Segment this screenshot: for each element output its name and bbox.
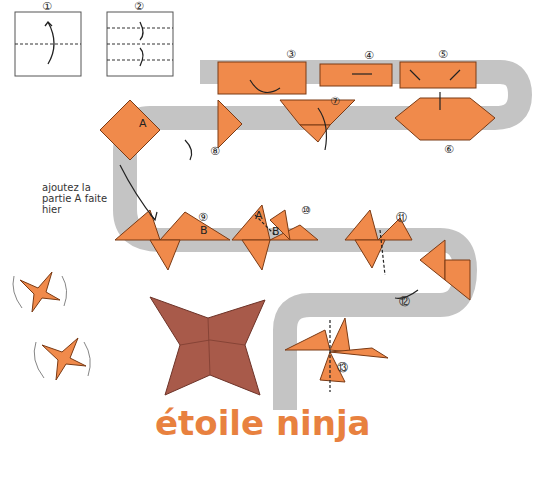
- part-letter: B: [200, 225, 208, 237]
- step-number: ①: [42, 1, 52, 13]
- step-number: ⑩: [301, 205, 311, 217]
- step-number: ③: [286, 49, 296, 61]
- part-letter: B: [272, 226, 280, 238]
- step-number: ②: [134, 1, 144, 13]
- step-number: ⑨: [198, 212, 208, 224]
- step-number: ⑤: [438, 49, 448, 61]
- title: étoile ninja: [155, 403, 371, 443]
- step-number: ⑥: [444, 144, 454, 156]
- step-number: ⑧: [210, 146, 220, 158]
- part-letter: A: [255, 210, 263, 222]
- step-number: ⑦: [330, 96, 340, 108]
- instruction-note: ajoutez la partie A faite hier: [42, 182, 116, 215]
- step-number: ⑬: [337, 362, 348, 374]
- step-number: ⑪: [396, 212, 407, 224]
- step-number: ⑫: [399, 296, 410, 308]
- step-number: ④: [364, 50, 374, 62]
- part-letter: A: [139, 118, 147, 130]
